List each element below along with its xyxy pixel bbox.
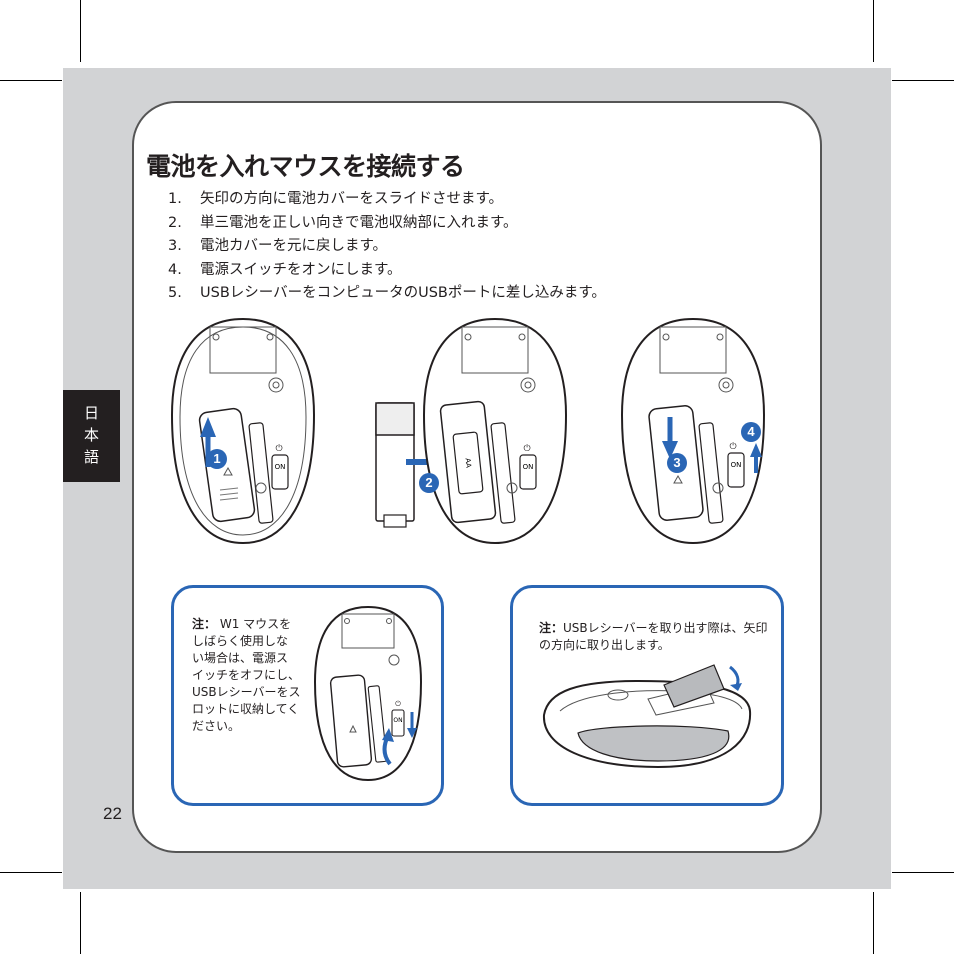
switch-on-label: ON [393,717,402,724]
list-item: 5.USBレシーバーをコンピュータのUSBポートに差し込みます。 [168,285,606,301]
switch-on-label: ON [523,463,534,471]
switch-on-label: ON [731,461,742,469]
list-item: 3.電池カバーを元に戻します。 [168,238,388,254]
crop-mark [892,872,954,873]
list-item: 2.単三電池を正しい向きで電池収納部に入れます。 [168,214,518,231]
crop-mark [873,0,874,62]
language-tab: 日 本 語 [63,390,120,482]
language-tab-char: 本 [83,426,99,444]
crop-mark [0,80,62,81]
list-item: 1.矢印の方向に電池カバーをスライドさせます。 [168,191,504,207]
crop-mark [0,872,62,873]
note-text: 注： W1 マウスを しばらく使用しな い場合は、電源ス イッチをオフにし、 U… [192,617,301,733]
crop-mark [80,0,81,62]
battery-label: AA [464,458,473,469]
switch-on-label: ON [275,463,286,471]
mouse-side-receiver-removal-illustration [542,664,752,769]
note-text: 注：USBレシーバーを取り出す際は、矢印 の方向に取り出します。 [539,621,768,652]
svg-text:⏻: ⏻ [275,443,282,454]
list-item: 4.電源スイッチをオンにします。 [168,261,402,278]
page-number: 22 [103,804,122,823]
language-tab-char: 日 [83,404,99,422]
mouse-receiver-storage-illustration: ON ⏻ [313,605,423,782]
svg-text:⏻: ⏻ [729,441,736,452]
step-badge: 4 [741,422,761,442]
svg-text:⏻: ⏻ [523,443,530,454]
step-list: 1.矢印の方向に電池カバーをスライドさせます。 2.単三電池を正しい向きで電池収… [168,188,606,306]
crop-mark [80,892,81,954]
mouse-underside-illustration: ON ⏻ [170,317,316,545]
svg-text:⏻: ⏻ [395,700,401,708]
step-badge: 1 [207,449,227,469]
crop-mark [892,80,954,81]
mouse-battery-insert-illustration: AA ON ⏻ [375,317,568,545]
crop-mark [873,892,874,954]
page-title: 電池を入れマウスを接続する [146,152,465,181]
language-tab-char: 語 [83,448,99,466]
step-badge: 3 [667,453,687,473]
step-badge: 2 [419,473,439,493]
